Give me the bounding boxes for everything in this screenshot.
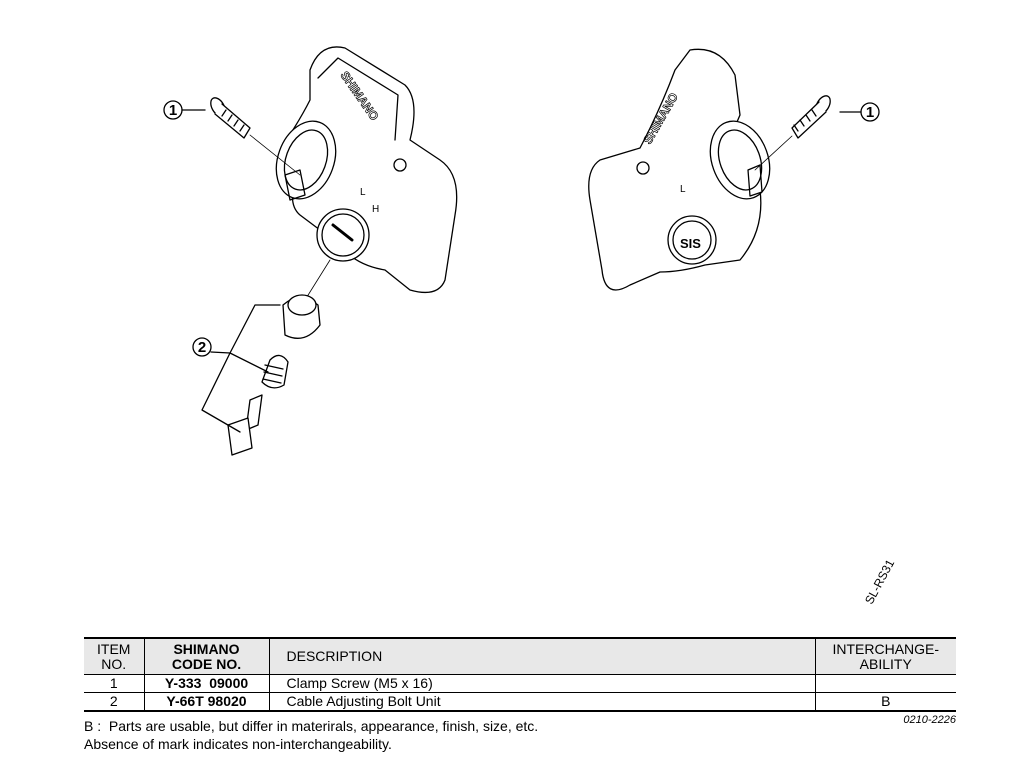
callout-1-right-label: 1 xyxy=(866,104,874,121)
interchangeability xyxy=(814,674,956,693)
svg-text:L: L xyxy=(360,187,366,198)
item-no: 2 xyxy=(84,692,145,711)
document-number: 0210-2226 xyxy=(903,714,956,726)
header-interchangeability: INTERCHANGE-ABILITY xyxy=(814,638,956,675)
callout-1-right xyxy=(839,102,880,122)
callout-2-label: 2 xyxy=(198,339,206,356)
svg-text:H: H xyxy=(372,204,379,215)
left-clamp-screw xyxy=(210,97,301,176)
interchangeability: B xyxy=(814,692,956,711)
item-no: 1 xyxy=(84,674,145,693)
callout-1-left xyxy=(163,100,206,120)
table-row: 1 Y-333 09000 Clamp Screw (M5 x 16) xyxy=(84,674,956,693)
header-description: DESCRIPTION xyxy=(268,638,816,675)
right-shifter-body: SHIMANO SIS L xyxy=(588,48,771,291)
note-b: B : Parts are usable, but differ in mate… xyxy=(84,718,539,734)
header-item-line2: NO. xyxy=(101,655,127,672)
note-absence: Absence of mark indicates non-interchang… xyxy=(84,736,392,752)
exploded-parts-diagram: SHIMANO L H SHIMANO SIS xyxy=(163,46,880,456)
cable-adjusting-bolt-unit xyxy=(201,259,331,456)
header-interchange-line2: ABILITY xyxy=(859,655,912,672)
callout-2 xyxy=(192,337,231,357)
left-shifter-body: SHIMANO L H xyxy=(275,46,458,294)
svg-text:SIS: SIS xyxy=(680,236,701,251)
code-no: Y-333 09000 xyxy=(143,674,270,693)
table-row: 2 Y-66T 98020 Cable Adjusting Bolt Unit … xyxy=(84,692,956,711)
header-interchange-line1: INTERCHANGE- xyxy=(832,640,940,657)
code-no: Y-66T 98020 xyxy=(143,692,270,711)
callout-1-left-label: 1 xyxy=(169,102,177,119)
header-code-line1: SHIMANO xyxy=(173,640,240,657)
svg-text:L: L xyxy=(680,184,686,195)
description: Cable Adjusting Bolt Unit xyxy=(268,692,816,711)
description: Clamp Screw (M5 x 16) xyxy=(268,674,816,693)
header-item-line1: ITEM xyxy=(97,640,131,657)
right-clamp-screw xyxy=(754,95,831,171)
header-code-line2: CODE NO. xyxy=(171,655,242,672)
